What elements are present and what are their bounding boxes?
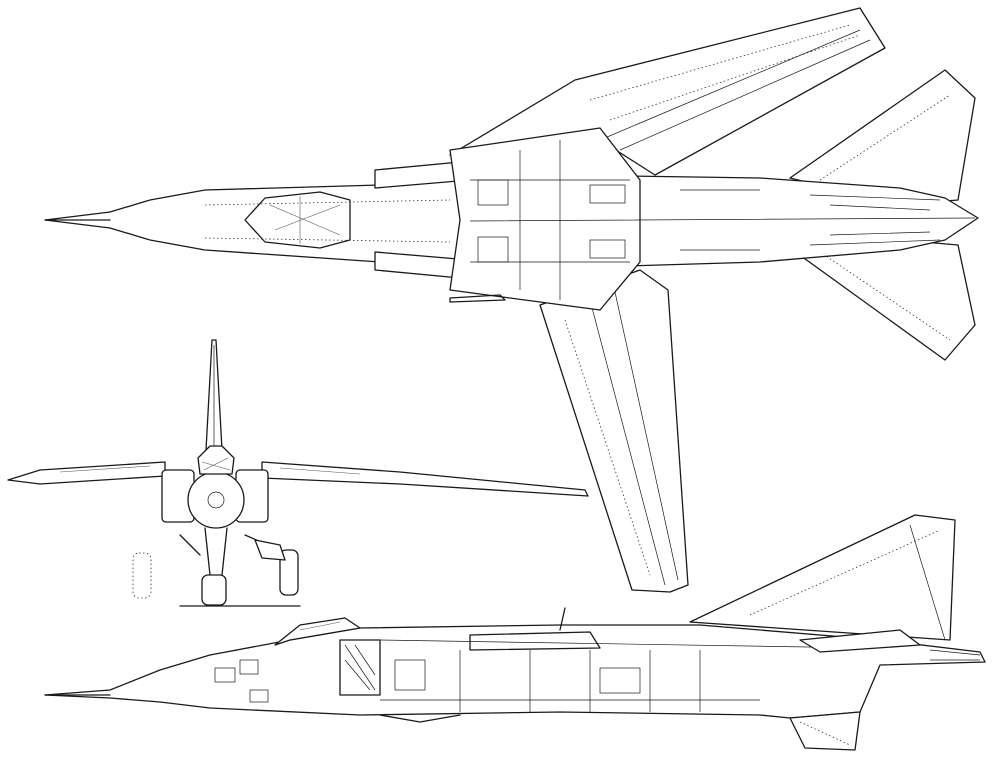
front-view-fuselage xyxy=(187,471,245,529)
front-view-wing-right xyxy=(261,461,589,497)
side-view-fin xyxy=(689,514,956,641)
side-view xyxy=(44,514,986,751)
front-view xyxy=(7,339,589,607)
top-view-lower-tailplane xyxy=(789,239,976,361)
front-view-wing-left xyxy=(7,461,166,485)
side-view-fuselage xyxy=(44,624,986,719)
side-view-canopy xyxy=(274,617,361,646)
front-view-dashed-outline xyxy=(132,552,152,599)
front-view-main-wheel xyxy=(279,549,299,596)
side-view-ventral-fin xyxy=(789,711,861,751)
top-view-canopy xyxy=(244,191,351,249)
front-view-nose-wheel xyxy=(201,574,227,606)
top-view-lower-wing xyxy=(539,269,689,593)
side-view-tailplane xyxy=(799,629,921,653)
top-view xyxy=(44,7,979,593)
